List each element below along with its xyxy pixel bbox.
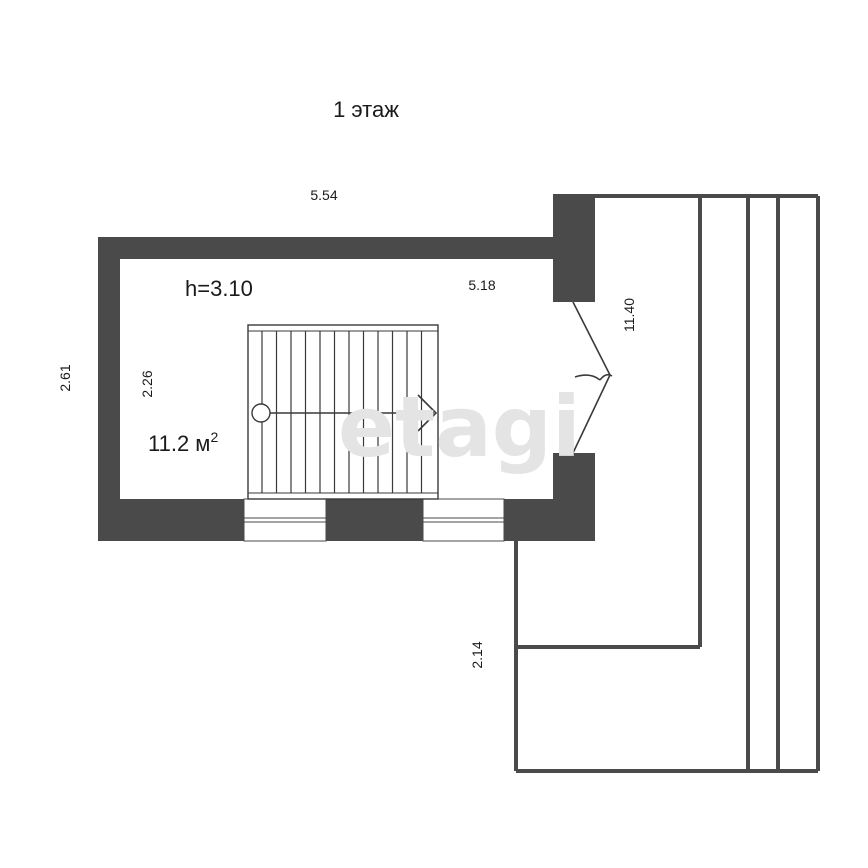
exterior-stairs [514,194,820,773]
wall-left [98,237,120,541]
windows [243,498,505,542]
stair-arrow [417,394,438,432]
room-area: 11.2 м2 [148,429,218,456]
dim-outer-width: 5.54 [310,187,337,203]
room-walls [98,194,595,541]
dim-outer-depth: 2.61 [57,364,73,391]
wall-bottom-left [98,499,244,541]
staircase [247,324,439,500]
room-area-value: 11.2 м [148,431,210,456]
dim-stair-length: 11.40 [621,298,637,332]
window-left [243,498,327,542]
floor-title: 1 этаж [333,97,399,122]
window-right [422,498,505,542]
room-area-unit-sup: 2 [210,429,218,445]
room-height: h=3.10 [185,276,253,301]
wall-top [98,237,595,259]
dim-stair-landing: 2.14 [469,641,485,668]
pillar-top-right [553,194,595,302]
watermark: etagi [338,378,581,476]
wall-bottom-middle [326,499,423,541]
dim-inner-width: 5.18 [468,277,495,293]
stair-start-marker [251,403,271,423]
dim-inner-depth: 2.26 [139,370,155,397]
double-door [572,301,613,454]
pillar-bottom-right [553,453,595,541]
